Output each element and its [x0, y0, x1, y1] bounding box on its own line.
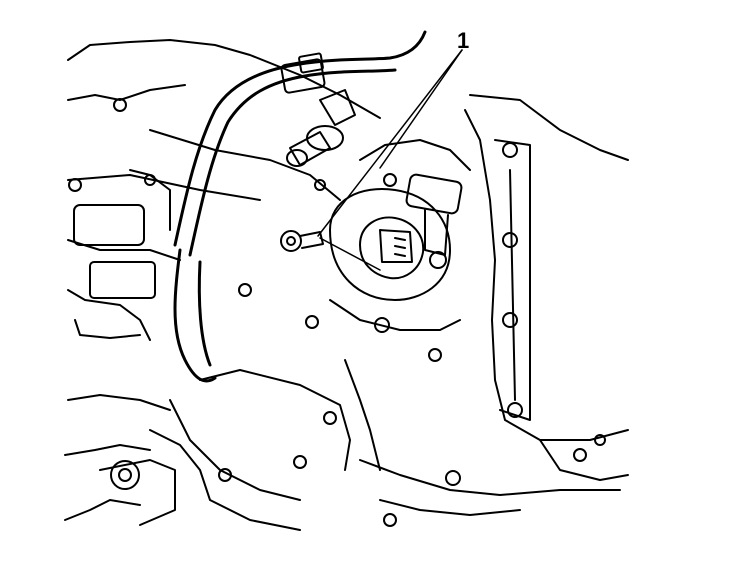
- lower-oil-pan: [99, 369, 621, 531]
- wiring-harness: [173, 30, 427, 383]
- callout-leaders: [317, 49, 463, 271]
- coolant-fittings: [286, 89, 356, 167]
- misc-bolts: [68, 98, 606, 446]
- engine-block-left: [64, 39, 381, 521]
- bolt-item-1: [280, 230, 324, 252]
- connector-plug: [280, 52, 326, 94]
- callout-label-1: 1: [457, 28, 470, 53]
- front-cover: [329, 139, 471, 471]
- right-flange: [464, 94, 629, 481]
- sensor: [405, 173, 463, 269]
